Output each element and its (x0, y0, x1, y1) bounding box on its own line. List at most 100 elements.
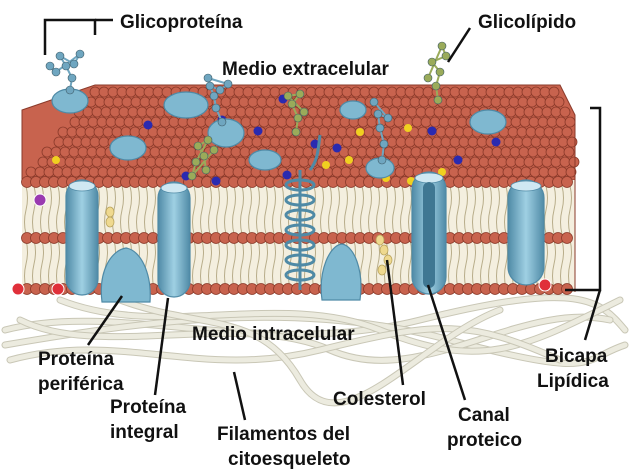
lipid-head (539, 86, 551, 98)
surface-dot-yellow (322, 161, 330, 169)
lipid-tail-lower (456, 239, 460, 289)
lipid-head (440, 136, 452, 148)
lipid-head (136, 106, 148, 118)
lipid-head (454, 96, 466, 108)
lipid-head (123, 116, 135, 128)
peripheral-leader (86, 295, 124, 346)
lipid-head (241, 166, 253, 178)
lipid-head (258, 116, 270, 128)
lipid-head (109, 106, 121, 118)
lipid-head (121, 96, 133, 108)
lipid-head (251, 86, 263, 98)
lipid-head (91, 106, 103, 118)
lipid-head (392, 146, 404, 158)
lipid-head (230, 146, 242, 158)
lipid-head (129, 126, 141, 138)
lipid-head (340, 166, 352, 178)
lipid-head (330, 116, 342, 128)
label-filaments-line1: Filamentos del (217, 424, 350, 445)
lipid-head (457, 166, 469, 178)
lipid-tail-upper (272, 185, 276, 235)
lipid-tail-upper (336, 185, 340, 235)
lipid-head (52, 166, 64, 178)
lipid-head (127, 106, 139, 118)
lipid-head (449, 86, 461, 98)
lipid-tail-lower (448, 239, 452, 289)
lipid-head (411, 116, 423, 128)
lipid-head (363, 126, 375, 138)
lipid-head (415, 106, 427, 118)
lipid-tail-upper (376, 185, 380, 235)
glycolipid-chain-sugar (287, 99, 297, 109)
lipid-head (264, 126, 276, 138)
lipid-tail-lower (216, 239, 220, 289)
lipid-head (437, 146, 449, 158)
cholesterol (375, 234, 385, 246)
lipid-head (87, 116, 99, 128)
lipid-head (242, 136, 254, 148)
lipid-head (273, 126, 285, 138)
lipid-tail-upper (264, 185, 268, 235)
lipid-head (265, 96, 277, 108)
surface-protein-dome (469, 109, 507, 135)
label-channel-line1: Canal (458, 405, 510, 426)
lipid-head (269, 86, 281, 98)
lipid-head (485, 86, 497, 98)
lipid-tail-lower (200, 239, 204, 289)
lipid-head (554, 146, 566, 158)
lipid-head (401, 146, 413, 158)
surface-dot-blue (427, 126, 437, 136)
lipid-head (70, 166, 82, 178)
lipid-tail-upper (488, 185, 492, 235)
label-extracellular: Medio extracelular (222, 59, 389, 80)
surface-dot-blue (453, 155, 463, 165)
integral-protein (507, 179, 545, 286)
accent-head-purple (33, 193, 47, 207)
lipid-head (458, 86, 470, 98)
lipid-head (276, 116, 288, 128)
glycolipid-chain-sugar (187, 171, 197, 181)
lipid-head (132, 116, 144, 128)
lipid-head (167, 146, 179, 158)
lipid-tail-upper (496, 185, 500, 235)
integral-protein (157, 181, 191, 298)
lipid-head (532, 156, 544, 168)
lipid-head (82, 156, 94, 168)
lipid-tail-upper (464, 185, 468, 235)
lipid-head (224, 86, 236, 98)
glycoprotein-chain-sugar (65, 85, 75, 95)
lipid-head (557, 136, 569, 148)
lipid-head (84, 126, 96, 138)
lipid-tail-upper (328, 185, 332, 235)
labels: Glicoproteína Glicolípido Medio extracel… (38, 12, 609, 470)
lipid-head (69, 116, 81, 128)
surface-protein-dome (339, 100, 367, 120)
lipid-head (447, 116, 459, 128)
lipid-head (125, 86, 137, 98)
lipid-head (80, 136, 92, 148)
cholesterol-leader (385, 259, 405, 386)
glycolipid-chain-sugar (427, 57, 437, 67)
filaments-leader (232, 371, 247, 421)
lipid-head (115, 166, 127, 178)
lipid-head (460, 156, 472, 168)
lipid-head (530, 136, 542, 148)
lipid-head (345, 126, 357, 138)
lipid-head (114, 116, 126, 128)
lipid-head (446, 146, 458, 158)
glycoprotein-chain-sugar (217, 117, 227, 127)
lipid-head (73, 156, 85, 168)
label-channel-line2: proteico (447, 430, 522, 451)
lipid-head (552, 126, 564, 138)
lipid-tail-lower (56, 239, 60, 289)
glycoprotein-chain-sugar (223, 79, 233, 89)
lipid-head (133, 166, 145, 178)
lipid-head (313, 166, 325, 178)
lipid-head (305, 86, 317, 98)
surface-dot-blue (253, 126, 263, 136)
glycoprotein-chain-sugar (377, 155, 387, 165)
lipid-head (472, 96, 484, 108)
lipid-tail-upper (456, 185, 460, 235)
glycoprotein-chain-sugar (205, 81, 215, 91)
lipid-head (298, 156, 310, 168)
